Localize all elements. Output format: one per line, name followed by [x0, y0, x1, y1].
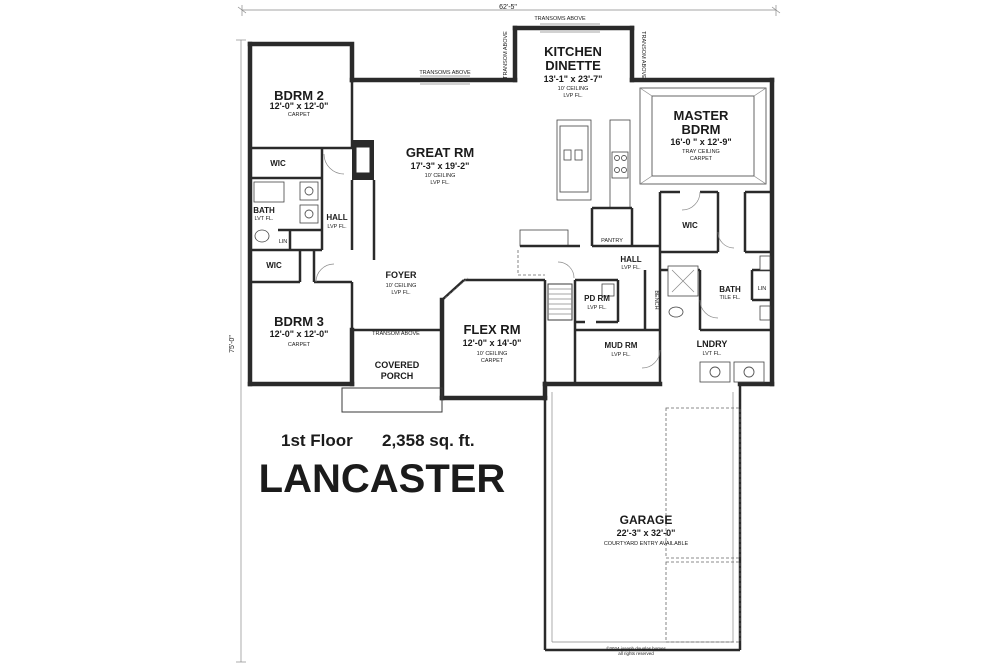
room-great-rm: GREAT RM 17'-3" x 19'-2" 10' CEILING LVP…	[406, 145, 474, 186]
room-bench: BENCH	[653, 290, 659, 309]
svg-text:GREAT RM: GREAT RM	[406, 145, 474, 160]
svg-text:10' CEILING: 10' CEILING	[558, 86, 589, 92]
svg-text:CARPET: CARPET	[690, 156, 713, 162]
room-lin-left: LIN	[279, 239, 288, 245]
svg-text:LVP FL.: LVP FL.	[430, 180, 450, 186]
svg-text:LVP FL.: LVP FL.	[563, 93, 583, 99]
width-dimension: 62'-5"	[499, 4, 517, 11]
svg-text:LVP FL.: LVP FL.	[587, 305, 607, 311]
room-wic-master: WIC	[682, 221, 698, 230]
room-pd-rm: PD RM LVP FL.	[584, 294, 610, 311]
svg-text:MASTER: MASTER	[674, 108, 730, 123]
svg-text:LVT FL.: LVT FL.	[702, 351, 722, 357]
svg-text:BDRM: BDRM	[682, 122, 721, 137]
svg-text:22'-3" x 32'-0": 22'-3" x 32'-0"	[617, 528, 676, 538]
svg-text:BATH: BATH	[253, 206, 275, 215]
room-bath-left: BATH LVT FL.	[253, 206, 275, 222]
svg-text:COVERED: COVERED	[375, 360, 420, 370]
room-bdrm3: BDRM 3 12'-0" x 12'-0" CARPET	[270, 314, 329, 348]
interior-walls	[250, 23, 772, 413]
svg-text:BATH: BATH	[719, 285, 741, 294]
room-mud-rm: MUD RM LVP FL.	[605, 341, 638, 358]
svg-text:LVP FL.: LVP FL.	[391, 290, 411, 296]
svg-text:DINETTE: DINETTE	[545, 58, 601, 73]
svg-text:KITCHEN: KITCHEN	[544, 44, 602, 59]
svg-text:LVP FL.: LVP FL.	[621, 265, 641, 271]
svg-text:HALL: HALL	[326, 213, 347, 222]
svg-text:16'-0 " x 12'-9": 16'-0 " x 12'-9"	[670, 137, 731, 147]
svg-text:HALL: HALL	[620, 255, 641, 264]
svg-text:CARPET: CARPET	[481, 358, 504, 364]
svg-text:FOYER: FOYER	[385, 270, 417, 280]
svg-text:LVP FL.: LVP FL.	[327, 224, 347, 230]
room-foyer: FOYER 10' CEILING LVP FL.	[385, 270, 417, 296]
room-wic-bottom: WIC	[266, 261, 282, 270]
transom-above-left: TRANSOM ABOVE	[503, 31, 509, 79]
svg-text:10' CEILING: 10' CEILING	[425, 173, 456, 179]
svg-text:CARPET: CARPET	[288, 112, 311, 118]
copyright-line-2: all rights reserved	[618, 651, 654, 656]
svg-text:12'-0" x 12'-0": 12'-0" x 12'-0"	[270, 329, 329, 339]
svg-text:10' CEILING: 10' CEILING	[477, 351, 508, 357]
svg-text:CARPET: CARPET	[288, 342, 311, 348]
svg-text:TILE FL.: TILE FL.	[719, 295, 741, 301]
transoms-above-top: TRANSOMS ABOVE	[534, 16, 586, 22]
room-kitchen-dinette: KITCHEN DINETTE 13'-1" x 23'-7" 10' CEIL…	[544, 44, 603, 99]
svg-text:12'-0" x 14'-0": 12'-0" x 14'-0"	[463, 338, 522, 348]
transom-above-foyer: TRANSOM ABOVE	[372, 331, 420, 337]
svg-text:13'-1" x 23'-7": 13'-1" x 23'-7"	[544, 74, 603, 84]
copyright-line-1: ©2024 joseph douglas homes	[606, 645, 666, 651]
transom-above-right: TRANSOM ABOVE	[640, 31, 646, 79]
model-name: LANCASTER	[259, 457, 506, 501]
room-hall-left: HALL LVP FL.	[326, 213, 347, 230]
svg-text:FLEX RM: FLEX RM	[463, 322, 520, 337]
svg-text:MUD RM: MUD RM	[605, 341, 638, 350]
doors	[315, 153, 735, 369]
room-bath-master: BATH TILE FL.	[719, 285, 741, 301]
room-garage: GARAGE 22'-3" x 32'-0" COURTYARD ENTRY A…	[604, 513, 689, 547]
stairs	[547, 283, 573, 321]
room-lndry: LNDRY LVT FL.	[697, 339, 728, 357]
area-label: 2,358 sq. ft.	[382, 431, 475, 450]
room-lin-right: LIN	[758, 286, 767, 292]
svg-text:PORCH: PORCH	[381, 371, 414, 381]
svg-text:BDRM 3: BDRM 3	[274, 314, 324, 329]
floor-label: 1st Floor	[281, 431, 353, 450]
room-bdrm2: BDRM 2 12'-0" x 12'-0" CARPET	[270, 88, 329, 118]
room-covered-porch: COVERED PORCH	[375, 360, 420, 381]
svg-text:GARAGE: GARAGE	[620, 513, 673, 527]
svg-text:17'-3" x 19'-2": 17'-3" x 19'-2"	[411, 161, 470, 171]
room-flex-rm: FLEX RM 12'-0" x 14'-0" 10' CEILING CARP…	[463, 322, 522, 364]
room-pantry: PANTRY	[601, 238, 623, 244]
room-hall-center: HALL LVP FL.	[620, 255, 641, 271]
room-wic-top: WIC	[270, 159, 286, 168]
exterior-walls	[247, 25, 775, 652]
svg-text:LVT FL.: LVT FL.	[254, 216, 274, 222]
svg-text:12'-0" x 12'-0": 12'-0" x 12'-0"	[270, 101, 329, 111]
svg-text:BDRM 2: BDRM 2	[274, 88, 324, 103]
svg-text:LVP FL.: LVP FL.	[611, 352, 631, 358]
svg-text:LNDRY: LNDRY	[697, 339, 728, 349]
room-master-bdrm: MASTER BDRM 16'-0 " x 12'-9" TRAY CEILIN…	[670, 108, 731, 162]
depth-dimension: 75'-0"	[229, 335, 236, 353]
svg-text:COURTYARD ENTRY AVAILABLE: COURTYARD ENTRY AVAILABLE	[604, 541, 689, 547]
svg-text:PD RM: PD RM	[584, 294, 610, 303]
transoms-above-mid: TRANSOMS ABOVE	[419, 70, 471, 76]
svg-text:10' CEILING: 10' CEILING	[386, 283, 417, 289]
svg-text:TRAY CEILING: TRAY CEILING	[682, 149, 720, 155]
dimension-lines	[236, 5, 781, 663]
